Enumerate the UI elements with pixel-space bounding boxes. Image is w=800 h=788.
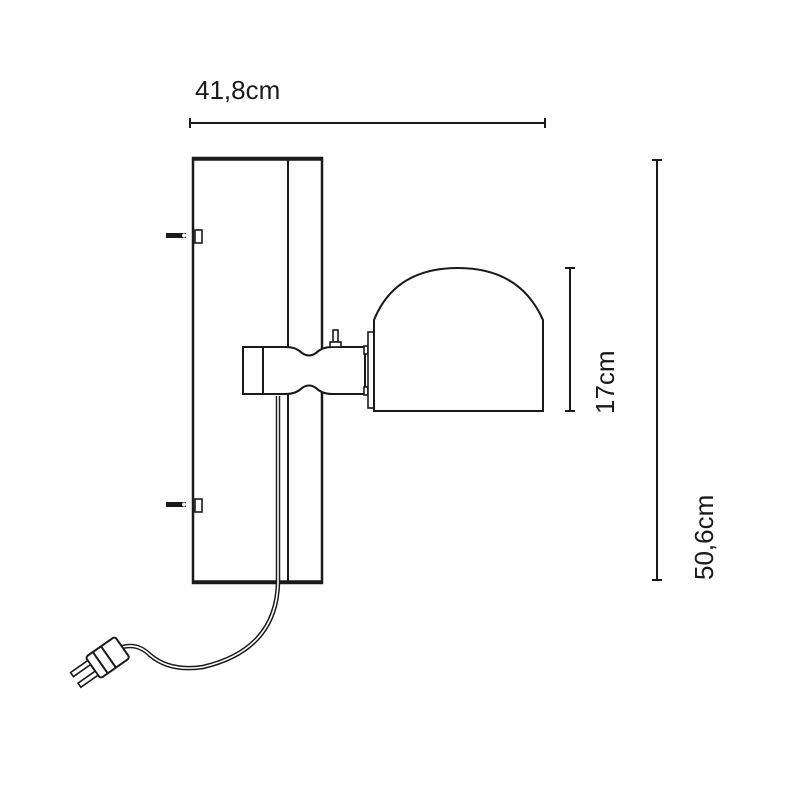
lamp-arm (242, 345, 369, 396)
lamp-shade (367, 266, 544, 412)
shade-height-dimension: 17cm (565, 267, 620, 414)
shade-height-label: 17cm (590, 350, 620, 414)
mounting-screw-top (166, 229, 203, 244)
mounting-screw-bottom (166, 498, 203, 513)
total-height-label: 50,6cm (689, 495, 719, 580)
plug-icon (69, 636, 130, 689)
total-height-dimension: 50,6cm (652, 159, 719, 581)
width-dimension: 41,8cm (189, 75, 546, 128)
width-label: 41,8cm (195, 75, 280, 105)
switch-icon (329, 329, 342, 348)
power-cable (113, 396, 281, 671)
